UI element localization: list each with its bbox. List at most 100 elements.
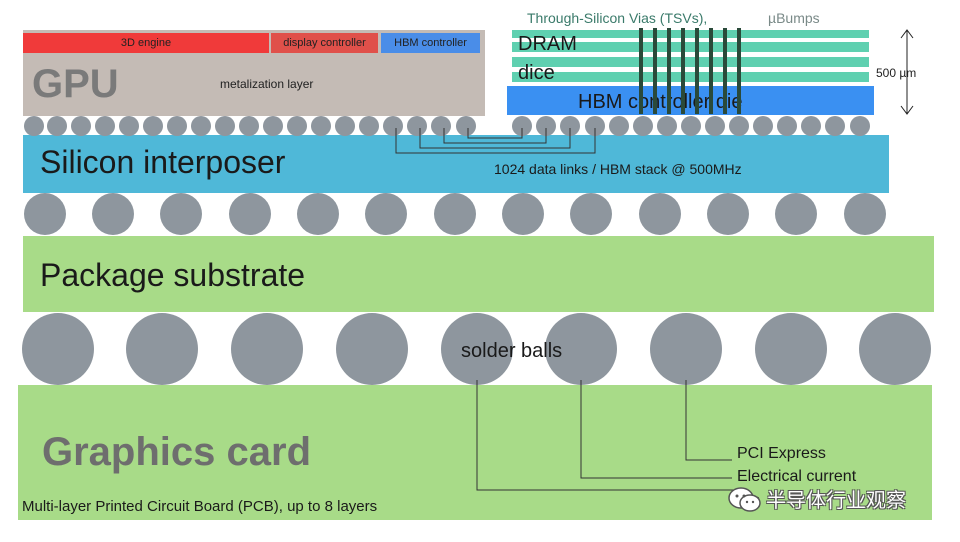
dram-die-2 xyxy=(512,42,869,52)
tsv xyxy=(639,28,643,114)
microbump xyxy=(825,116,845,136)
microbump xyxy=(681,116,701,136)
solder-ball xyxy=(755,313,827,385)
metalization-label: metalization layer xyxy=(220,77,314,91)
height-arrow-top xyxy=(900,29,914,39)
interposer-trace xyxy=(467,128,523,139)
substrate-label: Package substrate xyxy=(40,257,306,293)
solder-balls-label: solder balls xyxy=(461,340,563,362)
microbump xyxy=(239,116,259,136)
dram-die-3 xyxy=(512,57,869,67)
c4-bump xyxy=(570,193,612,235)
microbump xyxy=(311,116,331,136)
c4-bump xyxy=(775,193,817,235)
tsv xyxy=(681,28,685,114)
electrical-current-leader xyxy=(580,380,732,479)
hbm-controller-label: HBM controller xyxy=(394,37,467,49)
dram-die-1 xyxy=(512,30,869,38)
tsv xyxy=(667,28,671,114)
solder-ball xyxy=(231,313,303,385)
tsv-caption: Through-Silicon Vias (TSVs), xyxy=(527,10,708,26)
tsv xyxy=(737,28,741,114)
c4-bump xyxy=(160,193,202,235)
dram-die-4 xyxy=(512,72,869,82)
microbump xyxy=(657,116,677,136)
microbump xyxy=(167,116,187,136)
wechat-icon xyxy=(728,487,761,512)
c4-bump xyxy=(92,193,134,235)
tsv xyxy=(695,28,699,114)
microbump xyxy=(753,116,773,136)
microbump xyxy=(536,116,556,136)
microbump xyxy=(512,116,532,136)
microbump xyxy=(24,116,44,136)
graphics-card-pcb xyxy=(18,385,932,520)
solder-ball xyxy=(545,313,617,385)
hbm-controller-die xyxy=(507,86,874,115)
tsv xyxy=(653,28,657,114)
dice-label: dice xyxy=(518,62,555,84)
graphics-card-label: Graphics card xyxy=(42,430,312,474)
gpu-label: GPU xyxy=(32,62,119,106)
c4-bump xyxy=(639,193,681,235)
microbump xyxy=(705,116,725,136)
pcb-layers-label: Multi-layer Printed Circuit Board (PCB),… xyxy=(22,498,378,515)
microbump xyxy=(263,116,283,136)
microbump xyxy=(431,116,451,136)
watermark-text: 半导体行业观察 xyxy=(766,488,906,512)
engine-label: 3D engine xyxy=(120,37,172,49)
third-connection-leader xyxy=(476,380,748,491)
pci-express-leader xyxy=(685,380,732,461)
solder-ball xyxy=(441,313,513,385)
interposer-trace xyxy=(443,128,547,144)
tsv xyxy=(709,28,713,114)
microbump xyxy=(359,116,379,136)
data-links-label: 1024 data links / HBM stack @ 500MHz xyxy=(494,161,742,177)
solder-ball xyxy=(859,313,931,385)
c4-bump xyxy=(707,193,749,235)
microbump xyxy=(287,116,307,136)
c4-bump xyxy=(297,193,339,235)
microbumps-caption: µBumps xyxy=(768,10,820,26)
microbump xyxy=(850,116,870,136)
microbump xyxy=(71,116,91,136)
microbump xyxy=(609,116,629,136)
microbump xyxy=(777,116,797,136)
microbump xyxy=(47,116,67,136)
height-arrow-bottom xyxy=(900,105,914,115)
microbump xyxy=(191,116,211,136)
microbump xyxy=(729,116,749,136)
tsv xyxy=(723,28,727,114)
hbm-controller-die-label: HBM controller die xyxy=(578,91,743,113)
c4-bump xyxy=(229,193,271,235)
stack-height-label: 500 µm xyxy=(876,66,917,80)
electrical-current-label: Electrical current xyxy=(737,468,857,485)
hbm-controller-block xyxy=(381,33,480,53)
microbump xyxy=(95,116,115,136)
solder-ball xyxy=(22,313,94,385)
dram-label: DRAM xyxy=(518,33,577,55)
solder-ball xyxy=(650,313,722,385)
microbump xyxy=(801,116,821,136)
microbump xyxy=(456,116,476,136)
display-label: display controller xyxy=(283,37,366,49)
package-substrate xyxy=(23,236,934,312)
microbump xyxy=(633,116,653,136)
silicon-interposer xyxy=(23,135,889,193)
solder-ball xyxy=(126,313,198,385)
c4-bump xyxy=(844,193,886,235)
c4-bump xyxy=(502,193,544,235)
microbump xyxy=(585,116,605,136)
microbump xyxy=(119,116,139,136)
microbump xyxy=(143,116,163,136)
c4-bump xyxy=(434,193,476,235)
interposer-trace xyxy=(395,128,596,154)
engine-block xyxy=(23,33,269,53)
microbump xyxy=(407,116,427,136)
microbump xyxy=(215,116,235,136)
watermark: 半导体行业观察 xyxy=(728,486,906,514)
microbump xyxy=(560,116,580,136)
c4-bump xyxy=(24,193,66,235)
interposer-label: Silicon interposer xyxy=(40,144,286,180)
